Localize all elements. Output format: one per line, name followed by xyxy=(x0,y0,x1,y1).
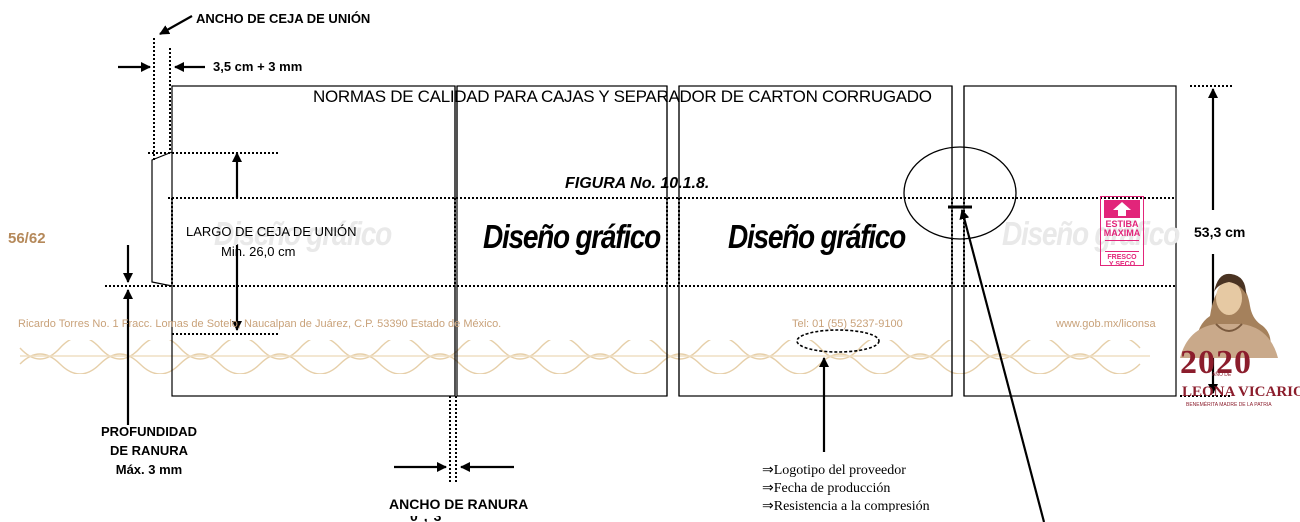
label-ancho-ceja: ANCHO DE CEJA DE UNIÓN xyxy=(196,11,371,26)
label-profundidad-line2: DE RANURA xyxy=(110,443,188,458)
seal-tagline: BENEMÉRITA MADRE DE LA PATRIA xyxy=(1186,402,1272,408)
list-item: ⇒Fecha de producción xyxy=(762,481,891,496)
stamp-line-3: FRESCO xyxy=(1107,254,1137,261)
panel-3 xyxy=(678,85,953,397)
label-ancho-ceja-value: 3,5 cm + 3 mm xyxy=(213,59,303,74)
stamp-line-2: MAXIMA xyxy=(1103,228,1141,238)
panel-2-design-text: Diseño gráfico xyxy=(483,218,661,255)
leona-vicario-portrait xyxy=(1180,273,1278,358)
label-largo-ceja: LARGO DE CEJA DE UNIÓN xyxy=(186,224,357,239)
stacking-stamp: ESTIBA MAXIMA FRESCO Y SECO xyxy=(1100,196,1144,268)
panel-1 xyxy=(171,85,456,397)
label-profundidad: PROFUNDIDAD DE RANURA Máx. 3 mm xyxy=(74,422,224,479)
figure-label: FIGURA No. 10.1.8. xyxy=(565,175,710,192)
footer-web: www.gob.mx/liconsa xyxy=(1056,318,1156,330)
stamp-line-4: Y SECO xyxy=(1108,261,1136,268)
seal-name: LEONA VICARIO xyxy=(1182,384,1300,400)
detail-circle xyxy=(903,146,1017,240)
panel-4 xyxy=(963,85,1177,397)
stamp-line-1: ESTIBA xyxy=(1105,219,1139,229)
document-title: NORMAS DE CALIDAD PARA CAJAS Y SEPARADOR… xyxy=(313,87,932,106)
label-ancho-ranura-value-cut: 0,3 mm 3 xyxy=(410,516,480,522)
label-largo-ceja-min: Min. 26,0 cm xyxy=(221,244,296,259)
footer-address: Ricardo Torres No. 1 Fracc. Lomas de Sot… xyxy=(18,318,502,330)
seal-ano-de: AÑO DE xyxy=(1212,372,1232,378)
label-profundidad-line3: Máx. 3 mm xyxy=(115,462,183,477)
panel-2 xyxy=(456,85,668,397)
arrow-up-icon xyxy=(1104,200,1140,218)
list-item: ⇒Resistencia a la compresión xyxy=(762,499,930,512)
footer-phone: Tel: 01 (55) 5237-9100 xyxy=(792,318,903,330)
label-height-value: 53,3 cm xyxy=(1194,224,1246,240)
marking-list: ⇒Logotipo del proveedor ⇒Fecha de produc… xyxy=(762,462,930,512)
panel-1-design-text: Diseño gráfico xyxy=(214,215,392,252)
seal-year: 2020 xyxy=(1180,344,1252,381)
label-profundidad-line1: PROFUNDIDAD xyxy=(100,424,198,439)
page-number: 56/62 xyxy=(8,230,46,247)
panel-3-design-text: Diseño gráfico xyxy=(728,218,906,255)
stamp-fine-print xyxy=(1105,240,1139,252)
panel-4-design-text: Diseño gráfico xyxy=(1002,215,1180,252)
label-ancho-ranura: ANCHO DE RANURA xyxy=(389,496,529,512)
list-item: ⇒Logotipo del proveedor xyxy=(762,463,906,478)
logo-area-ellipse xyxy=(796,329,880,353)
